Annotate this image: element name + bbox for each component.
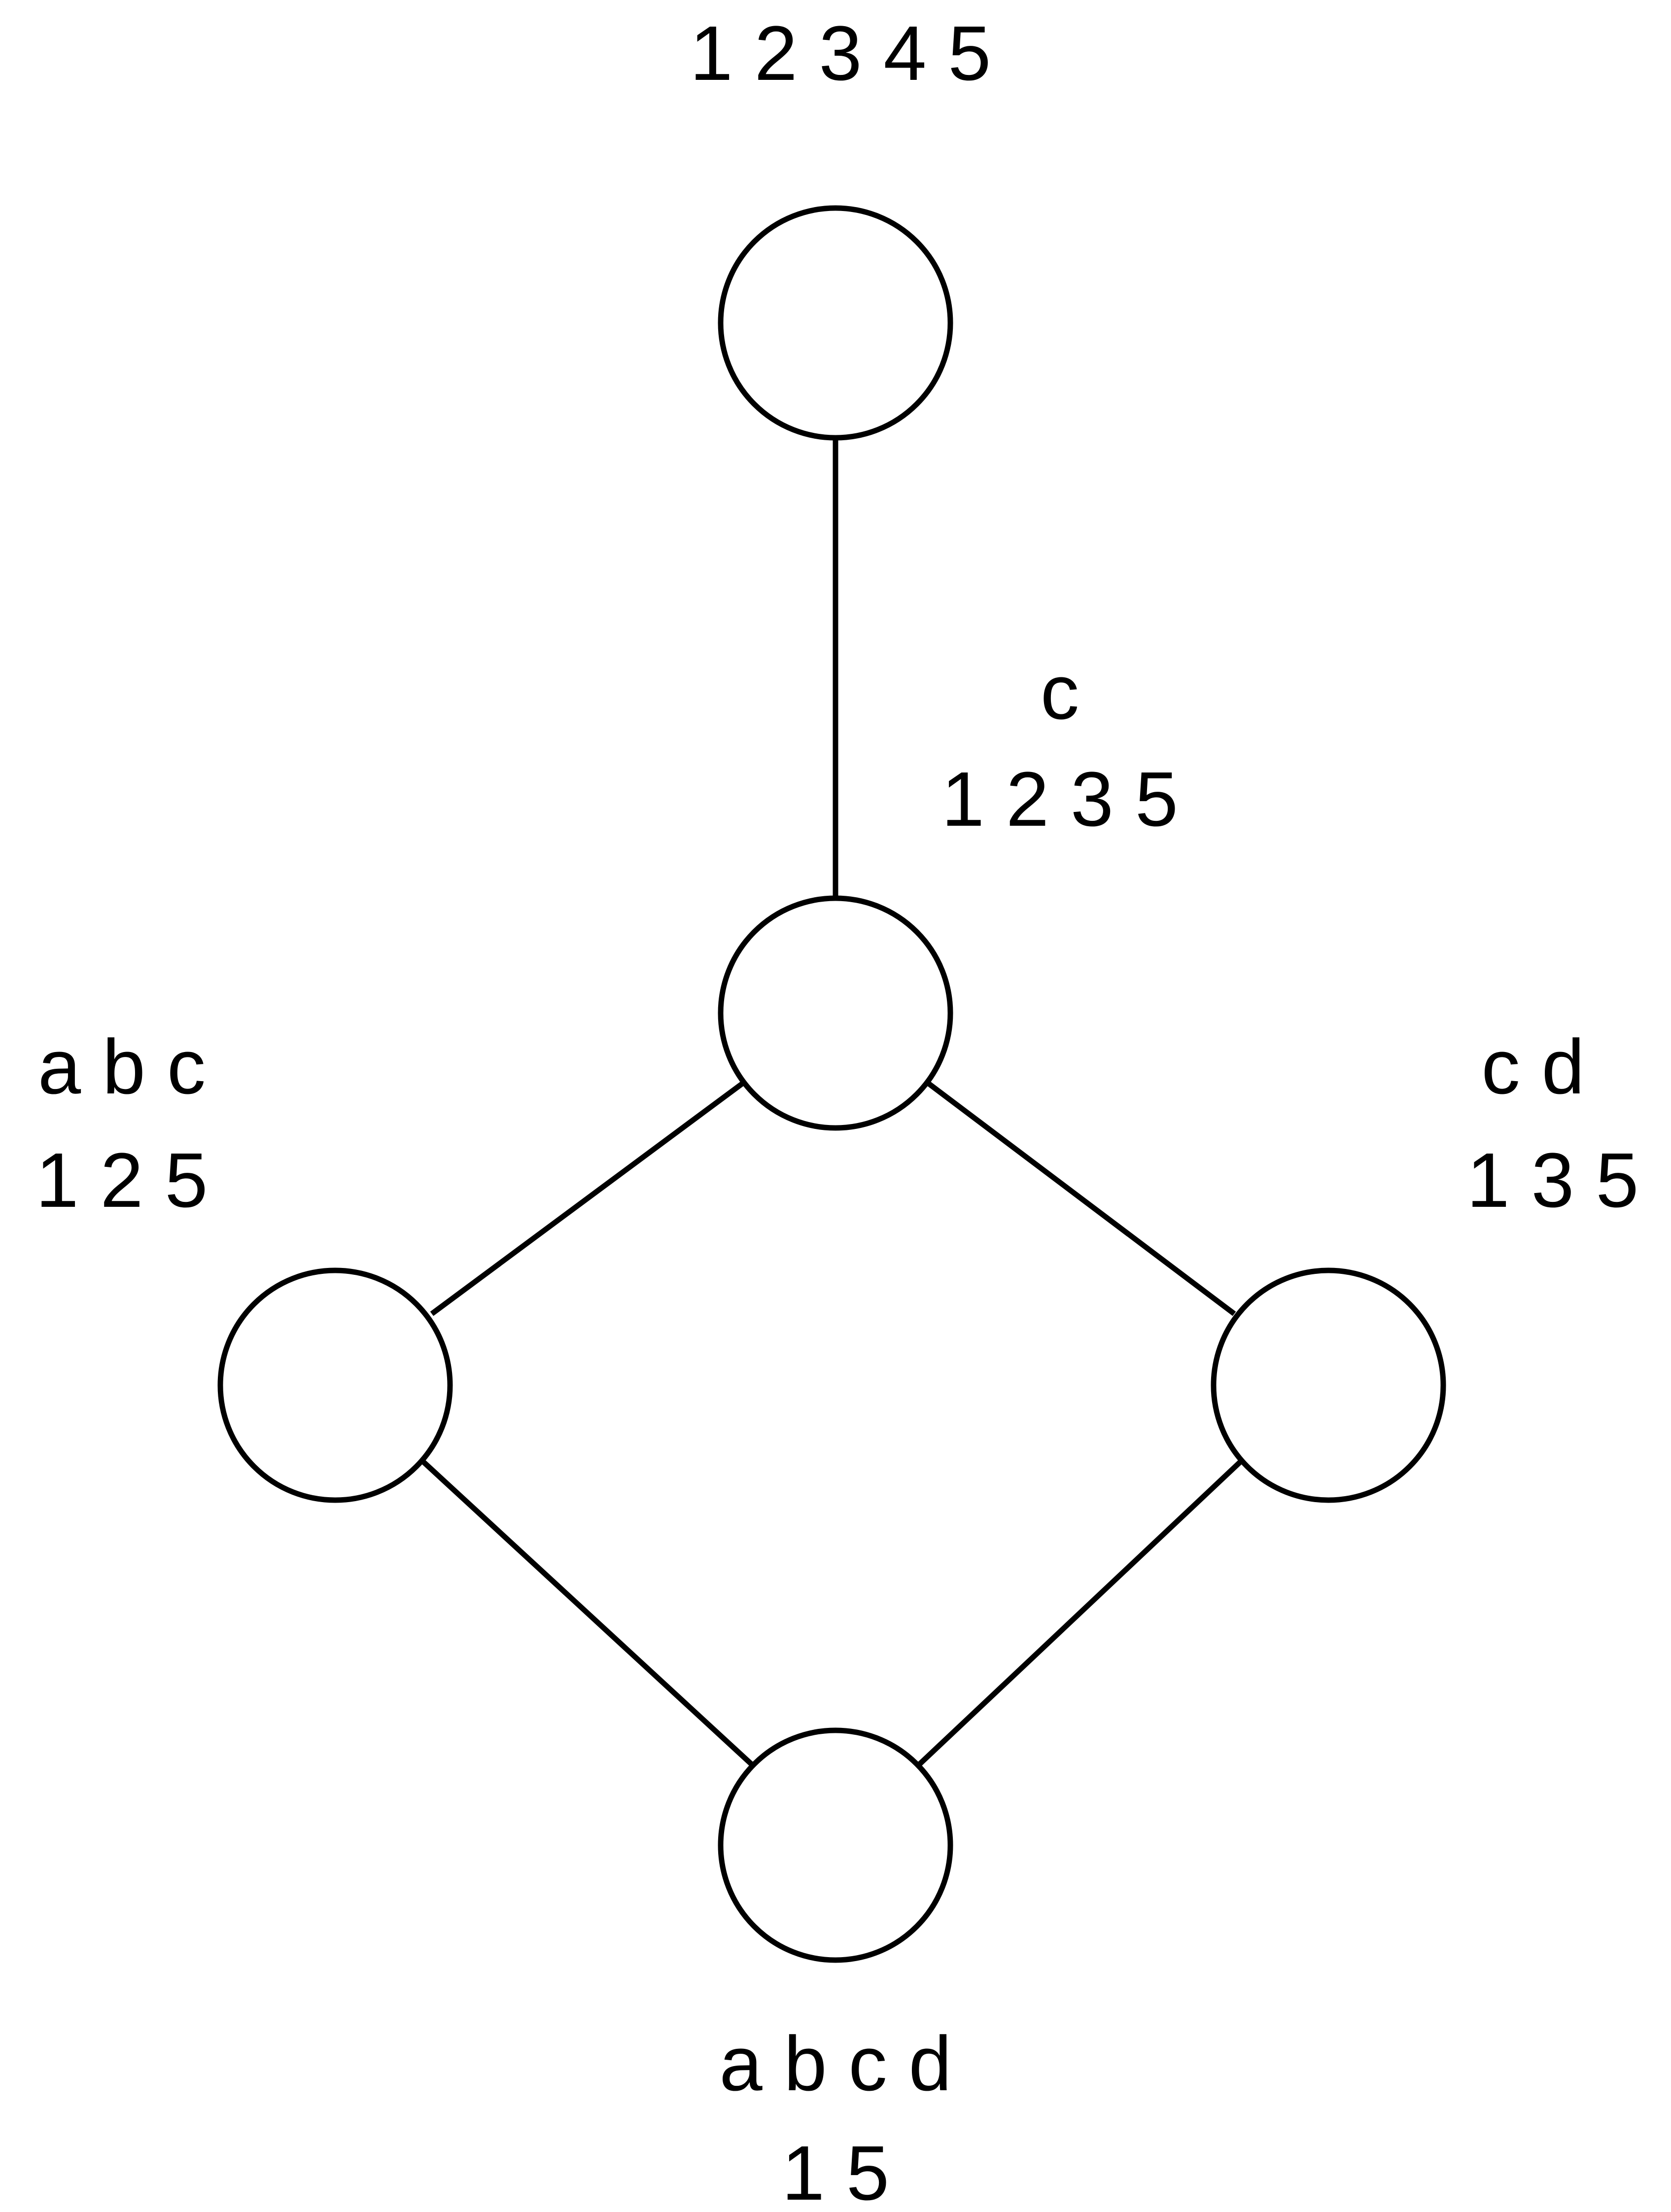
edges — [418, 438, 1246, 1767]
edge-abc-bottom — [418, 1456, 754, 1767]
labels: 1 2 3 4 5 c 1 2 3 5 a b c 1 2 5 c d 1 3 … — [35, 10, 1638, 2212]
node-top — [718, 205, 953, 441]
node-c-attributes-label: c — [1041, 649, 1079, 736]
node-c-objects-label: 1 2 3 5 — [941, 756, 1178, 843]
nodes — [217, 205, 1446, 1963]
node-bottom-objects-label: 1 5 — [782, 2130, 889, 2212]
edge-c-abc — [430, 1080, 746, 1316]
node-cd-attributes-label: c d — [1481, 1024, 1584, 1110]
node-abc-objects-label: 1 2 5 — [35, 1137, 208, 1224]
node-c — [718, 895, 953, 1131]
node-bottom — [718, 1727, 953, 1963]
edge-cd-bottom — [917, 1456, 1246, 1767]
node-top-objects-label: 1 2 3 4 5 — [690, 10, 991, 97]
node-cd-objects-label: 1 3 5 — [1466, 1137, 1638, 1224]
node-cd — [1211, 1267, 1446, 1503]
node-abc — [217, 1267, 453, 1503]
node-abc-attributes-label: a b c — [38, 1024, 206, 1110]
node-bottom-attributes-label: a b c d — [719, 2021, 951, 2107]
edge-c-cd — [925, 1080, 1236, 1316]
